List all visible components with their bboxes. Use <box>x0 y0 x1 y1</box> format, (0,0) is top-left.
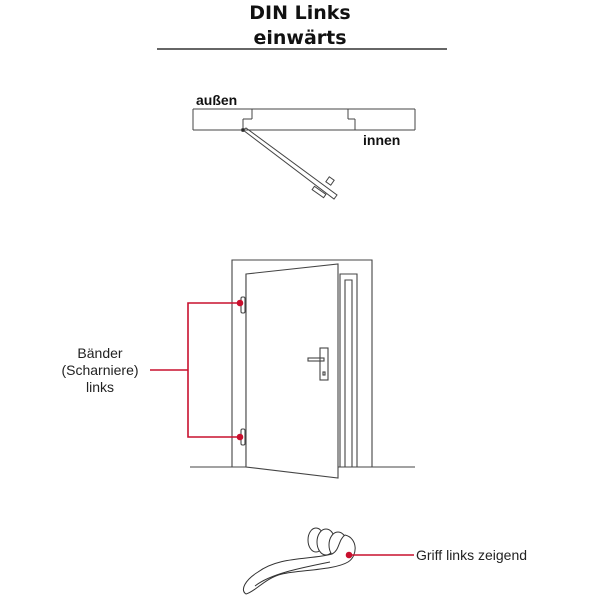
title-line-1: DIN Links <box>249 2 351 24</box>
outside-label: außen <box>196 92 238 108</box>
handle-callout <box>345 551 414 559</box>
door-handle <box>307 357 325 362</box>
lock-plate <box>319 347 329 381</box>
hinge-label-line: Bänder <box>77 345 123 361</box>
door-elevation <box>190 259 415 479</box>
title-line-2: einwärts <box>253 27 347 49</box>
door-frame <box>231 259 373 467</box>
floor-plan-view <box>192 108 416 200</box>
lever-handle-icon <box>243 527 356 595</box>
inside-label: innen <box>363 132 401 148</box>
hinge-label-line: links <box>85 379 114 395</box>
inner-frame <box>339 273 358 467</box>
handle-label: Griff links zeigend <box>416 547 528 563</box>
hinge-callout <box>150 299 244 441</box>
door-leaf-plan <box>242 127 338 200</box>
hinge-label: Bänder (Scharniere) links <box>50 345 150 396</box>
door-leaf <box>245 263 339 479</box>
hinge-label-line: (Scharniere) <box>61 362 139 378</box>
